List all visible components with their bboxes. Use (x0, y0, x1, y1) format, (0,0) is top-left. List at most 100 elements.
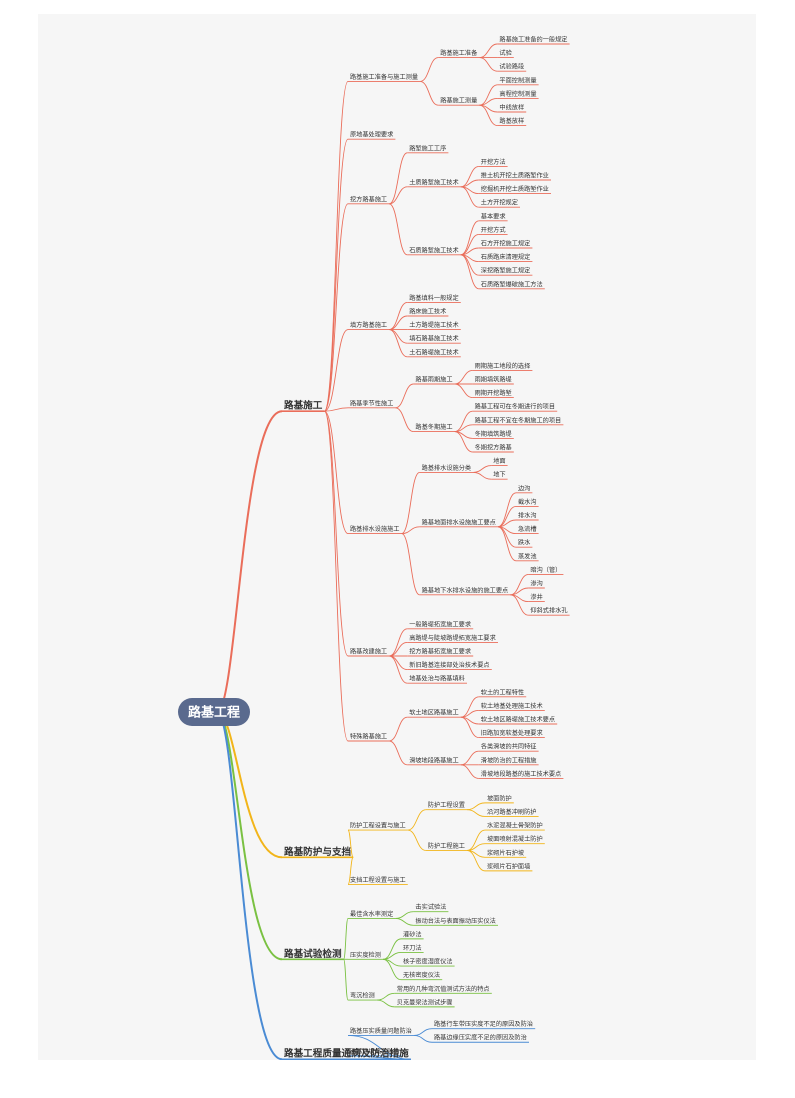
topic-label[interactable]: 路基压实质量问题防治 (350, 1027, 412, 1035)
topic-label[interactable]: 软土地基处理施工技术 (481, 702, 543, 710)
branch-label[interactable]: 路基施工 (284, 400, 323, 412)
topic-label[interactable]: 灌砂法 (403, 930, 422, 938)
topic-label[interactable]: 路基排水设施施工 (350, 525, 400, 533)
topic-label[interactable]: 路基边坡病害防治 (350, 1047, 400, 1055)
topic-label[interactable]: 路基改建施工 (350, 648, 387, 656)
topic-label[interactable]: 路基行车带压实度不足的原因及防治 (434, 1020, 533, 1028)
topic-label[interactable]: 路基放样 (499, 117, 524, 125)
topic-label[interactable]: 路基排水设施分类 (422, 464, 472, 472)
topic-label[interactable]: 无核密度仪法 (403, 971, 440, 979)
topic-label[interactable]: 沿河路基冲刷防护 (487, 808, 537, 816)
topic-label[interactable]: 跌水 (518, 539, 531, 547)
topic-label[interactable]: 路床施工技术 (409, 308, 446, 316)
topic-label[interactable]: 支挡工程设置与施工 (350, 876, 406, 884)
topic-label[interactable]: 压实度检测 (350, 951, 381, 959)
topic-label[interactable]: 雨期开挖路堑 (475, 389, 512, 397)
topic-label[interactable]: 浆砌片石护面墙 (487, 862, 530, 870)
topic-label[interactable]: 防护工程设置 (428, 801, 465, 809)
topic-label[interactable]: 冬期挖方路基 (475, 444, 512, 452)
topic-label[interactable]: 路堑施工工序 (409, 144, 446, 152)
branch-label[interactable]: 路基工程质量通病及防治措施 (284, 1048, 409, 1060)
topic-label[interactable]: 雨期填筑路堤 (475, 376, 513, 384)
topic-label[interactable]: 软土地区路堤施工技术要点 (481, 716, 555, 724)
topic-label[interactable]: 填石路基施工技术 (409, 335, 459, 343)
topic-label[interactable]: 路基冬期施工 (415, 423, 452, 431)
branch-label[interactable]: 路基防护与支挡 (284, 846, 352, 858)
topic-label[interactable]: 排水沟 (518, 512, 537, 520)
topic-label[interactable]: 试验 (499, 49, 512, 57)
topic-label[interactable]: 土方开挖规定 (481, 199, 518, 207)
topic-label[interactable]: 平面控制测量 (499, 76, 536, 84)
topic-label[interactable]: 雨期施工地段的选择 (475, 362, 531, 370)
topic-label[interactable]: 环刀法 (403, 944, 422, 952)
topic-label[interactable]: 一般路堤拓宽施工要求 (409, 620, 471, 628)
topic-label[interactable]: 地下 (493, 471, 505, 479)
topic-label[interactable]: 特殊路基施工 (350, 733, 387, 741)
topic-label[interactable]: 路基地面排水设施施工要点 (422, 518, 496, 526)
topic-label[interactable]: 推土机开挖土质路堑作业 (481, 172, 549, 180)
topic-label[interactable]: 开挖方式 (481, 226, 506, 234)
topic-label[interactable]: 暗沟（管） (530, 566, 561, 574)
topic-label[interactable]: 路基填料一般规定 (409, 294, 459, 302)
topic-label[interactable]: 基本要求 (481, 212, 506, 220)
topic-label[interactable]: 渗沟 (530, 580, 542, 588)
topic-label[interactable]: 防护工程施工 (428, 842, 465, 850)
topic-label[interactable]: 渗井 (530, 593, 542, 601)
topic-label[interactable]: 深挖路堑施工规定 (481, 267, 531, 275)
topic-label[interactable]: 击实试验法 (415, 903, 446, 911)
topic-label[interactable]: 软土的工程特性 (481, 688, 524, 696)
topic-label[interactable]: 土质路堑施工技术 (409, 178, 459, 186)
topic-label[interactable]: 路基施工准备与施工测量 (350, 73, 418, 81)
topic-label[interactable]: 开挖方法 (481, 158, 506, 166)
topic-label[interactable]: 路基施工测量 (440, 97, 477, 105)
topic-label[interactable]: 原地基处理要求 (350, 131, 393, 139)
topic-label[interactable]: 边沟 (518, 484, 530, 492)
topic-label[interactable]: 仰斜式排水孔 (530, 607, 567, 615)
topic-label[interactable]: 路基工程可在冬期进行的项目 (475, 403, 555, 411)
topic-label[interactable]: 路基雨期施工 (415, 376, 452, 384)
topic-label[interactable]: 石质路堑爆破施工方法 (481, 280, 543, 288)
topic-label[interactable]: 滑坡防治的工程措施 (481, 756, 537, 764)
topic-label[interactable]: 挖方路基拓宽施工要求 (409, 648, 471, 656)
topic-label[interactable]: 急流槽 (518, 525, 537, 533)
topic-label[interactable]: 冬期填筑路堤 (475, 430, 513, 438)
topic-label[interactable]: 坡面防护 (487, 794, 512, 802)
topic-label[interactable]: 土方路堤施工技术 (409, 321, 459, 329)
topic-label[interactable]: 石质路床清理规定 (481, 253, 531, 261)
topic-label[interactable]: 弯沉检测 (350, 992, 375, 1000)
topic-label[interactable]: 贝克曼梁法测试步骤 (397, 998, 453, 1006)
topic-label[interactable]: 最佳含水率测定 (350, 910, 393, 918)
topic-label[interactable]: 土石路堤施工技术 (409, 348, 459, 356)
topic-label[interactable]: 新旧路基连接部处治技术要点 (409, 661, 489, 669)
topic-label[interactable]: 中线放样 (499, 104, 524, 112)
branch-label[interactable]: 路基试验检测 (284, 948, 342, 960)
topic-label[interactable]: 石质路堑施工技术 (409, 246, 459, 254)
topic-label[interactable]: 防护工程设置与施工 (350, 822, 406, 830)
topic-label[interactable]: 挖方路基施工 (350, 195, 387, 203)
topic-label[interactable]: 路基地下水排水设施的施工要点 (422, 586, 509, 594)
topic-label[interactable]: 挖掘机开挖土质路堑作业 (481, 185, 549, 193)
topic-label[interactable]: 石方开挖施工规定 (481, 240, 531, 248)
topic-label[interactable]: 截水沟 (518, 498, 537, 506)
topic-label[interactable]: 振动台法与表面振动压实仪法 (415, 917, 495, 925)
topic-label[interactable]: 旧路加宽软基处理要求 (481, 729, 543, 737)
topic-label[interactable]: 蒸发池 (518, 552, 537, 560)
topic-label[interactable]: 各类滑坡的共同特征 (481, 743, 537, 751)
topic-label[interactable]: 路基边缘压实度不足的原因及防治 (434, 1034, 527, 1042)
topic-label[interactable]: 滑坡地段路基施工 (409, 756, 459, 764)
topic-label[interactable]: 高程控制测量 (499, 90, 536, 98)
topic-label[interactable]: 高路堤与陡坡路堤拓宽施工要求 (409, 634, 496, 642)
topic-label[interactable]: 常用的几种弯沉值测试方法的特点 (397, 985, 490, 993)
topic-label[interactable]: 路基工程不宜在冬期施工的项目 (475, 416, 562, 424)
topic-label[interactable]: 试验路段 (499, 63, 524, 71)
topic-label[interactable]: 填方路基施工 (350, 321, 387, 329)
topic-label[interactable]: 路基季节性施工 (350, 399, 393, 407)
topic-label[interactable]: 水泥混凝土骨架防护 (487, 822, 543, 830)
topic-label[interactable]: 坡面喷射混凝土防护 (487, 835, 543, 843)
topic-label[interactable]: 软土地区路基施工 (409, 709, 459, 717)
topic-label[interactable]: 核子密度湿度仪法 (403, 958, 453, 966)
root-node[interactable]: 路基工程 (178, 698, 250, 726)
topic-label[interactable]: 浆砌片石护坡 (487, 849, 524, 857)
topic-label[interactable]: 地基处治与路基填料 (409, 675, 465, 683)
topic-label[interactable]: 滑坡地段路基的施工技术要点 (481, 770, 561, 778)
